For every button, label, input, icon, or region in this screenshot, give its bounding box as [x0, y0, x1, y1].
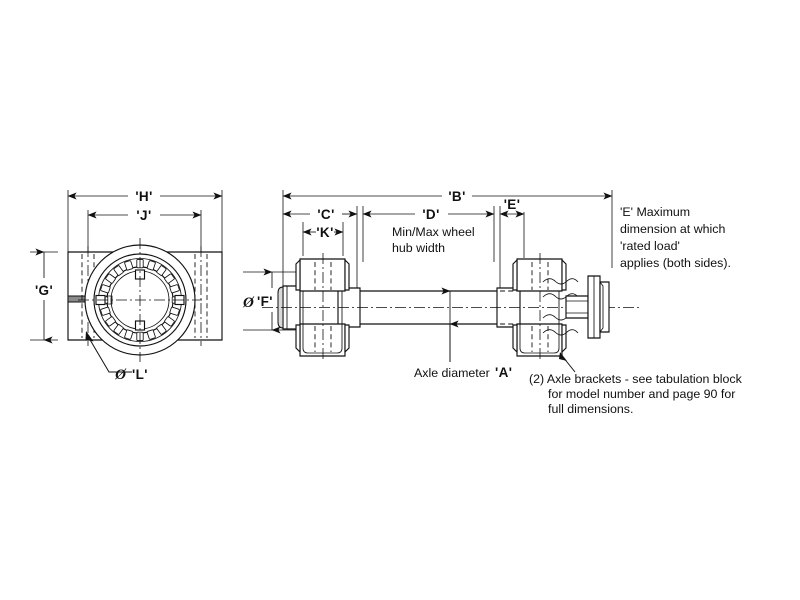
dimension-B-label: 'B' [448, 189, 465, 204]
right-view-extension-lines [243, 190, 613, 331]
dimension-F: Ø 'F' [242, 268, 281, 334]
bearing-collar [78, 238, 202, 362]
dimension-G-label: 'G' [35, 283, 53, 298]
dimension-E-label: 'E' [504, 197, 521, 212]
hub-width-note: Min/Max wheel hub width [392, 225, 475, 255]
threaded-end-nut-washer [542, 275, 610, 339]
dimension-D: 'D' [362, 207, 495, 222]
dimension-E: 'E' [499, 197, 525, 218]
e-note-line4: applies (both sides). [620, 256, 731, 270]
dimension-H: 'H' [67, 189, 223, 204]
e-note-line3: 'rated load' [620, 239, 680, 253]
axle-shaft [262, 285, 640, 330]
dimension-J-label: 'J' [136, 208, 151, 223]
hub-width-note-line1: Min/Max wheel [392, 225, 475, 239]
dimension-A-axle-diameter: Axle diameter 'A' [414, 287, 512, 380]
dimension-F-label: 'F' [257, 294, 273, 309]
diameter-symbol-L: Ø [114, 367, 127, 383]
bracket-note-line1: (2) Axle brackets - see tabulation block [529, 372, 743, 386]
callout-L-label: 'L' [132, 367, 148, 382]
dimension-K-label: 'K' [316, 225, 333, 240]
dimension-J: 'J' [87, 208, 202, 223]
dimension-H-label: 'H' [135, 189, 152, 204]
e-note-line2: dimension at which [620, 222, 725, 236]
right-side-view: 'B' 'C' 'D' 'E' 'K' Ø [242, 189, 640, 380]
dimension-C-label: 'C' [317, 207, 334, 222]
left-end-view: 'H' 'J' 'G' [30, 189, 223, 383]
left-bracket-hub [295, 253, 350, 362]
note-E-maximum-dimension: 'E' Maximum dimension at which 'rated lo… [620, 205, 731, 270]
callout-hole-diameter-L: Ø 'L' [85, 331, 148, 383]
dimension-A-label: 'A' [495, 365, 512, 380]
dimension-D-label: 'D' [422, 207, 439, 222]
collar-serration-teeth [98, 258, 182, 342]
dimension-C: 'C' [282, 207, 358, 222]
right-bracket-hub [500, 253, 567, 362]
dimension-K: 'K' [302, 225, 344, 240]
note-axle-brackets: (2) Axle brackets - see tabulation block… [529, 372, 743, 416]
axle-diameter-text: Axle diameter [414, 366, 490, 380]
bracket-note-line3: full dimensions. [548, 402, 633, 416]
e-note-line1: 'E' Maximum [620, 205, 690, 219]
diameter-symbol-F: Ø [242, 295, 255, 311]
hub-width-note-line2: hub width [392, 241, 445, 255]
dimension-G: 'G' [35, 248, 53, 344]
dimension-B: 'B' [282, 189, 613, 204]
bracket-note-leader [559, 352, 576, 373]
bracket-note-line2: for model number and page 90 for [548, 387, 735, 401]
